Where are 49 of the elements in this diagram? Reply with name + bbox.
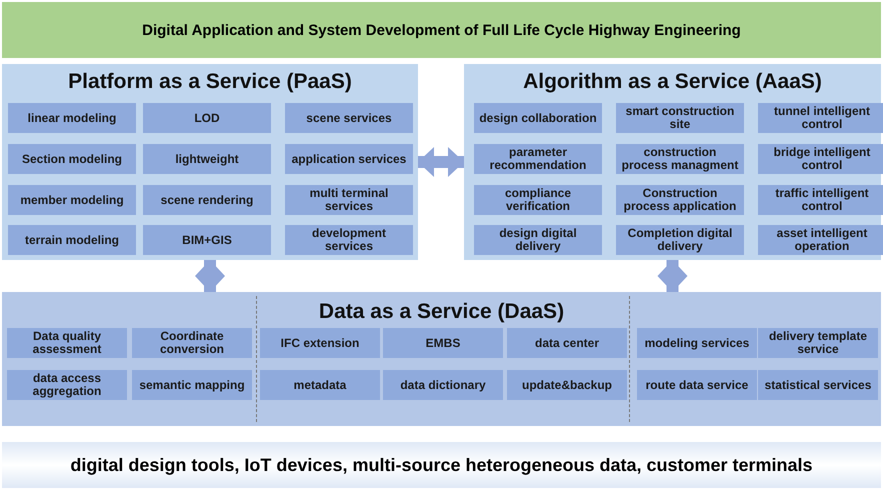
layer-panel bbox=[464, 64, 881, 260]
double-arrow bbox=[658, 260, 688, 292]
title-banner: Digital Application and System Development of Full Life Cycle Highway Engineering bbox=[2, 2, 881, 58]
panel-heading: Platform as a Service (PaaS) bbox=[67, 70, 353, 94]
service-box: scene services bbox=[285, 103, 413, 133]
service-box: IFC extension bbox=[260, 328, 380, 358]
service-box: linear modeling bbox=[8, 103, 136, 133]
service-box: asset intelligent operation bbox=[758, 225, 883, 255]
service-box: Completion digital delivery bbox=[616, 225, 744, 255]
service-box: bridge intelligent control bbox=[758, 144, 883, 174]
service-box: construction process managment bbox=[616, 144, 744, 174]
service-box: lightweight bbox=[143, 144, 271, 174]
service-box: application services bbox=[285, 144, 413, 174]
service-box: development services bbox=[285, 225, 413, 255]
service-box: parameter recommendation bbox=[474, 144, 602, 174]
service-box: design digital delivery bbox=[474, 225, 602, 255]
service-box: tunnel intelligent control bbox=[758, 103, 883, 133]
service-box: data access aggregation bbox=[7, 370, 127, 400]
service-box: design collaboration bbox=[474, 103, 602, 133]
service-box: Coordinate conversion bbox=[132, 328, 252, 358]
service-box: metadata bbox=[260, 370, 380, 400]
service-box: terrain modeling bbox=[8, 225, 136, 255]
service-box: EMBS bbox=[383, 328, 503, 358]
service-box: data dictionary bbox=[383, 370, 503, 400]
service-box: smart construction site bbox=[616, 103, 744, 133]
service-box: member modeling bbox=[8, 185, 136, 215]
service-box: BIM+GIS bbox=[143, 225, 271, 255]
panel-heading: Algorithm as a Service (AaaS) bbox=[522, 70, 823, 94]
service-box: modeling services bbox=[637, 328, 757, 358]
service-box: Construction process application bbox=[616, 185, 744, 215]
service-box: scene rendering bbox=[143, 185, 271, 215]
double-arrow bbox=[195, 260, 225, 292]
service-box: compliance verification bbox=[474, 185, 602, 215]
service-box: update&backup bbox=[507, 370, 627, 400]
service-box: multi terminal services bbox=[285, 185, 413, 215]
service-box: route data service bbox=[637, 370, 757, 400]
service-box: Data quality assessment bbox=[7, 328, 127, 358]
service-box: Section modeling bbox=[8, 144, 136, 174]
service-box: data center bbox=[507, 328, 627, 358]
service-box: delivery template service bbox=[758, 328, 878, 358]
foundation-banner: digital design tools, IoT devices, multi-source heterogeneous data, customer terminals bbox=[2, 442, 881, 488]
service-box: traffic intelligent control bbox=[758, 185, 883, 215]
layer-panel bbox=[2, 292, 881, 426]
service-box: LOD bbox=[143, 103, 271, 133]
panel-heading: Data as a Service (DaaS) bbox=[318, 300, 566, 324]
layer-panel bbox=[2, 64, 418, 260]
service-box: statistical services bbox=[758, 370, 878, 400]
double-arrow bbox=[418, 147, 464, 177]
service-box: semantic mapping bbox=[132, 370, 252, 400]
